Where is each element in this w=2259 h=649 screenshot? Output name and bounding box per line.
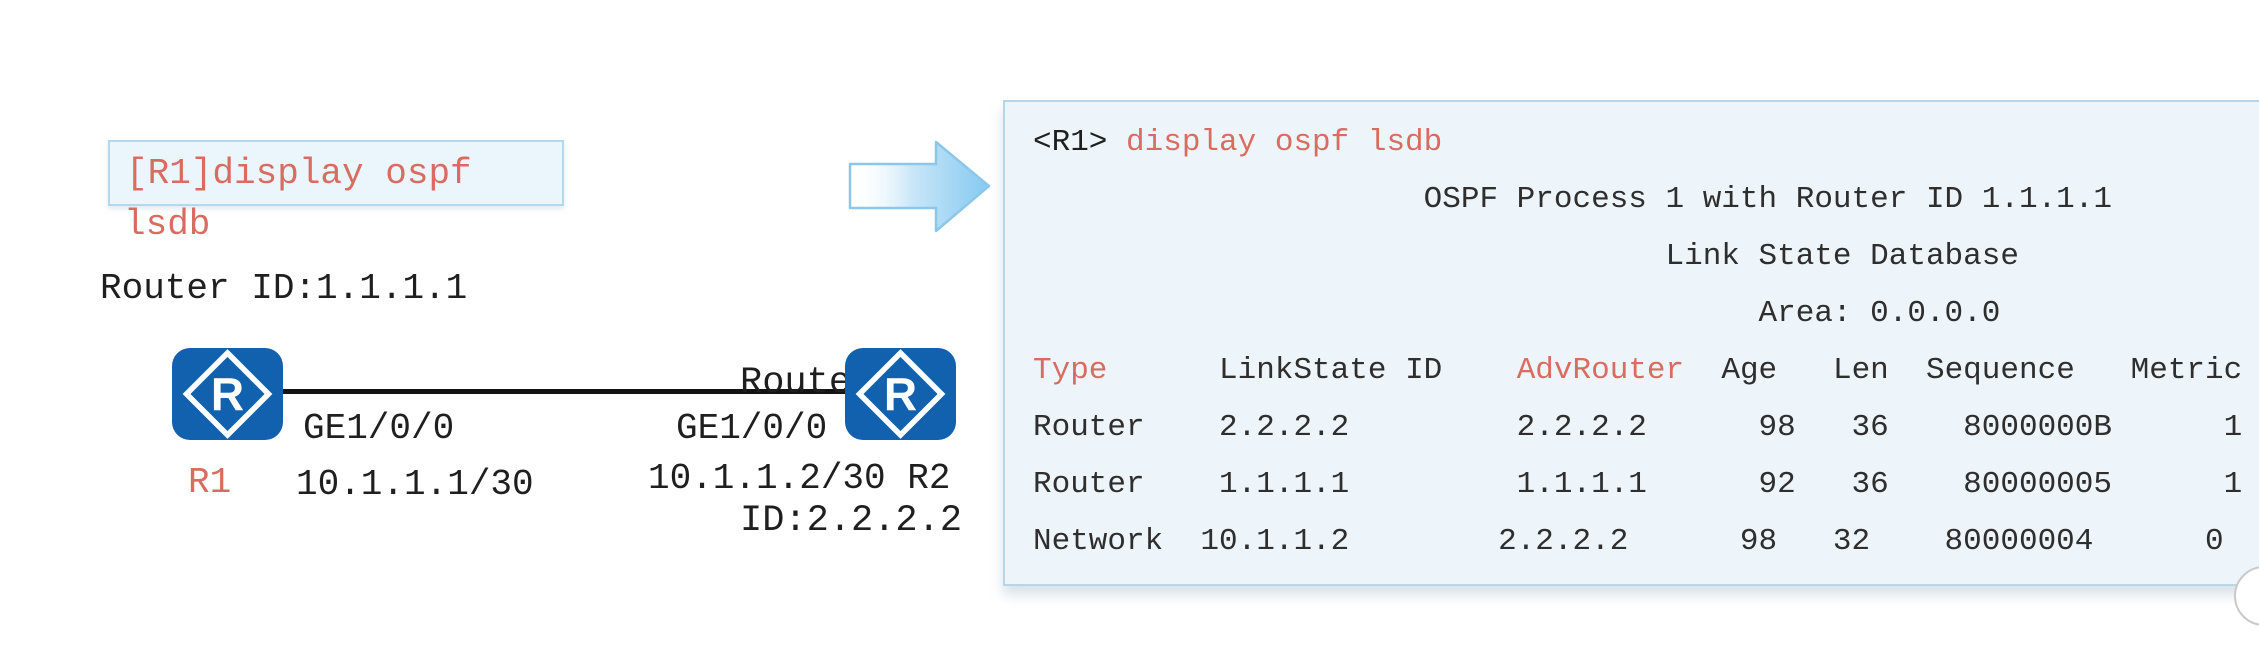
router1-icon-letter: R <box>211 368 244 420</box>
col-linkstate: LinkState ID <box>1107 353 1517 388</box>
cli-output-panel: <R1> display ospf lsdb OSPF Process 1 wi… <box>1003 100 2259 586</box>
router2-id-line2: ID:2.2.2.2 <box>740 500 963 542</box>
table-row: Network 10.1.1.2 2.2.2.2 98 32 80000004 … <box>1033 524 2224 559</box>
col-type: Type <box>1033 353 1108 388</box>
link-line <box>280 389 847 394</box>
router2-icon: R <box>845 348 956 440</box>
cli-lsdb-line: Link State Database <box>1033 239 2019 274</box>
cli-prompt: <R1> <box>1033 125 1127 160</box>
router1-interface-label: GE1/0/0 <box>303 408 455 449</box>
router2-icon-letter: R <box>884 368 917 420</box>
cli-process-line: OSPF Process 1 with Router ID 1.1.1.1 <box>1033 182 2112 217</box>
command-callout-box: [R1]display ospf <box>108 140 564 206</box>
router2-ip-name-label: 10.1.1.2/30 R2 <box>648 458 951 499</box>
router2-interface-label: GE1/0/0 <box>676 408 828 449</box>
command-text-line1: [R1]display ospf <box>126 152 472 194</box>
router1-id-label: Router ID:1.1.1.1 <box>100 268 468 309</box>
cli-area-line: Area: 0.0.0.0 <box>1033 296 2001 331</box>
table-row: Router 2.2.2.2 2.2.2.2 98 36 8000000B 1 <box>1033 410 2243 445</box>
router1-icon: R <box>172 348 283 440</box>
cli-table-header: Type LinkState ID AdvRouter Age Len Sequ… <box>1033 342 2259 399</box>
router1-ip-label: 10.1.1.1/30 <box>296 464 534 505</box>
arrow-right-icon <box>848 140 991 233</box>
cli-command: display ospf lsdb <box>1126 125 1443 160</box>
command-text-line2: lsdb <box>124 204 211 245</box>
col-advrouter: AdvRouter <box>1516 353 1685 388</box>
router1-name-label: R1 <box>188 462 232 503</box>
table-row: Router 1.1.1.1 1.1.1.1 92 36 80000005 1 <box>1033 467 2243 502</box>
cli-command-line: <R1> display ospf lsdb <box>1033 114 2259 171</box>
col-age-len-seq-metric: Age Len Sequence Metric <box>1684 353 2243 388</box>
